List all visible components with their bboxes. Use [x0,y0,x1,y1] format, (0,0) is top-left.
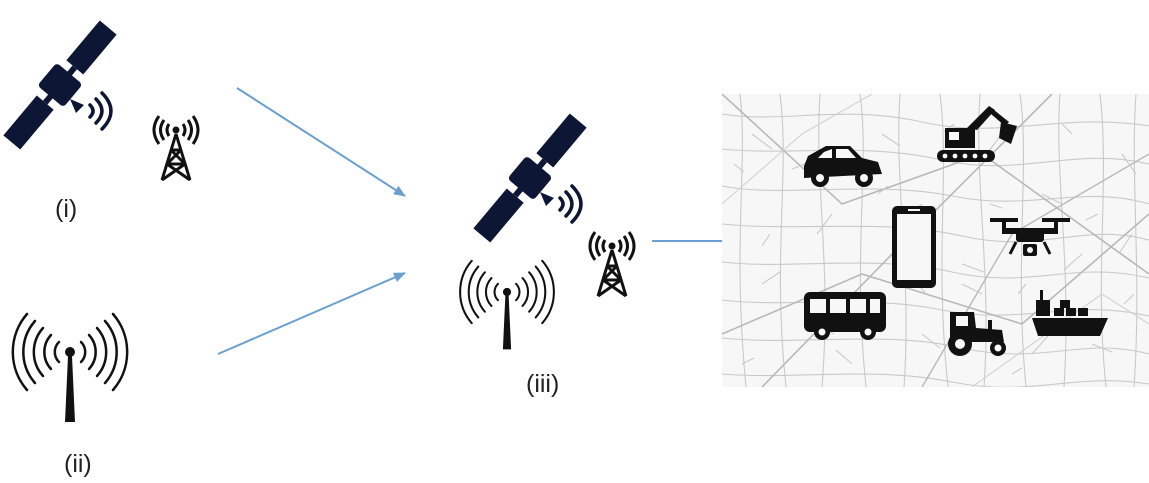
label-group-i: (i) [55,195,78,223]
city-map-panel [722,94,1149,387]
group-i [0,14,200,182]
excavator-icon [937,106,1017,162]
cell-tower-icon [152,114,200,182]
group-ii [11,312,129,424]
bus-icon [804,292,886,340]
cell-tower-icon [588,230,636,298]
arrow-ii-to-iii [217,272,406,355]
label-group-iii: (iii) [526,370,560,398]
smartphone-icon [892,206,936,288]
label-group-ii: (ii) [64,450,92,478]
group-iii [459,107,636,351]
car-icon [804,146,882,187]
arrow-i-to-iii [236,87,406,197]
cargo-ship-icon [1032,290,1108,336]
drone-icon [990,218,1070,256]
radio-antenna-icon [11,312,129,424]
satellite-icon [0,14,123,156]
satellite-icon [467,107,593,249]
tractor-icon [948,312,1006,356]
radio-antenna-icon [459,259,555,351]
